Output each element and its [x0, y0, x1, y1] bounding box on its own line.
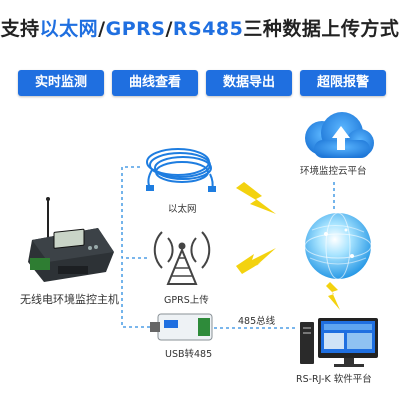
- title-rs485: RS485: [172, 18, 244, 40]
- line-host-usb: [121, 262, 160, 328]
- line-host-ethernet: [121, 166, 140, 230]
- globe-icon: [304, 212, 372, 280]
- title-ethernet: 以太网: [39, 18, 99, 40]
- feature-curve-view: 曲线查看: [112, 70, 198, 96]
- title-prefix: 支持: [0, 18, 40, 40]
- ethernet-label: 以太网: [168, 204, 197, 215]
- connection-lines: [121, 166, 335, 329]
- feature-data-export: 数据导出: [206, 70, 292, 96]
- monitoring-host-device: [28, 197, 114, 282]
- page-title: 支持以太网/GPRS/RS485三种数据上传方式: [0, 14, 400, 41]
- lightning-icons: [236, 182, 340, 310]
- usb485-label: USB转485: [165, 349, 213, 360]
- title-sep-1: /: [98, 18, 106, 40]
- title-sep-2: /: [165, 18, 173, 40]
- cloud-platform-label: 环境监控云平台: [300, 166, 367, 177]
- feature-limit-alarm: 超限报警: [300, 70, 386, 96]
- lightning-bolt-1: [236, 182, 276, 214]
- host-label: 无线电环境监控主机: [20, 293, 119, 306]
- feature-realtime-monitor: 实时监测: [18, 70, 104, 96]
- title-suffix: 三种数据上传方式: [243, 18, 400, 40]
- ethernet-cable-icon: [146, 148, 214, 191]
- line-host-gprs: [121, 232, 150, 259]
- pc-computer-icon: [300, 318, 378, 367]
- software-platform-label: RS-RJ-K 软件平台: [296, 374, 372, 385]
- gprs-tower-icon: [153, 231, 211, 285]
- lightning-bolt-2: [236, 248, 276, 274]
- bus485-label: 485总线: [238, 316, 276, 327]
- lightning-bolt-3: [326, 282, 340, 310]
- gprs-label: GPRS上传: [164, 295, 209, 306]
- title-gprs: GPRS: [105, 18, 166, 40]
- usb485-converter-icon: [150, 313, 213, 341]
- cloud-icon: [305, 112, 374, 158]
